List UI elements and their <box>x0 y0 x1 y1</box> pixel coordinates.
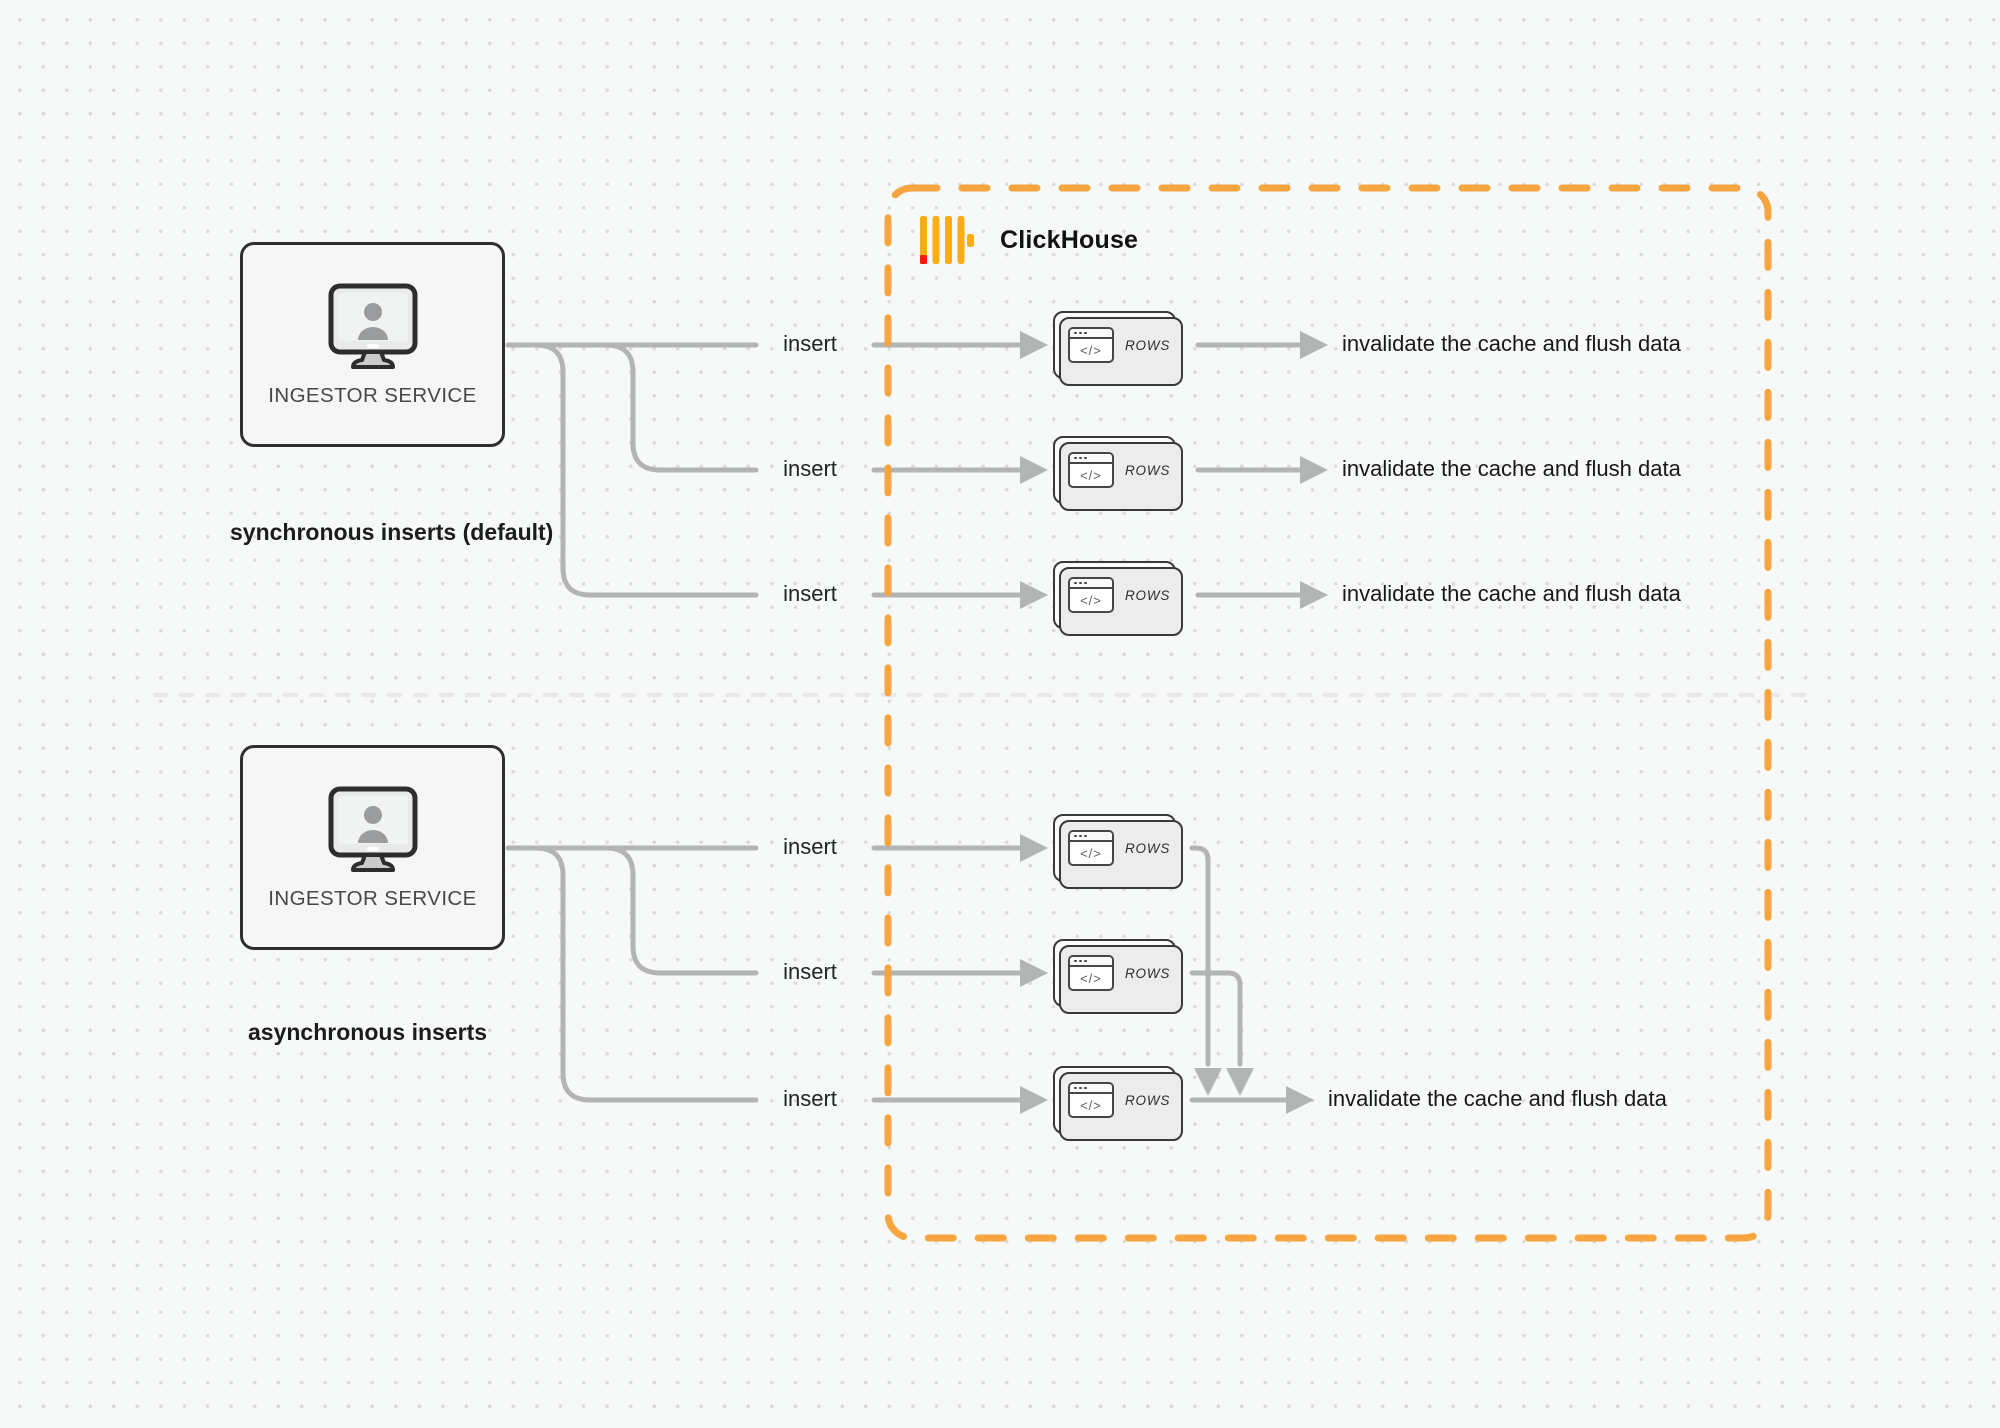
window-dots-icon <box>1070 957 1112 967</box>
result-label: invalidate the cache and flush data <box>1328 1086 1667 1111</box>
arrowhead <box>1020 834 1048 862</box>
rows-card: </> ROWS <box>1053 939 1183 1014</box>
clickhouse-boundary <box>884 184 1772 1242</box>
result-label: invalidate the cache and flush data <box>1342 581 1681 606</box>
arrowhead-down <box>1194 1068 1222 1096</box>
rows-card-label: ROWS <box>1125 587 1171 603</box>
rows-card: </> ROWS <box>1053 311 1183 386</box>
result-label: invalidate the cache and flush data <box>1342 331 1681 356</box>
insert-label: insert <box>783 1086 837 1111</box>
arrowheads <box>1020 331 1328 1114</box>
arrowhead <box>1020 1086 1048 1114</box>
ingestor-service-box-async: INGESTOR SERVICE <box>240 745 505 950</box>
window-dots-icon <box>1070 1084 1112 1094</box>
arrowhead <box>1020 959 1048 987</box>
async-branch-row3 <box>533 845 759 1103</box>
code-glyph: </> <box>1080 970 1102 986</box>
arrowhead <box>1020 331 1048 359</box>
rows-card-label: ROWS <box>1125 1092 1171 1108</box>
rows-card-label: ROWS <box>1125 462 1171 478</box>
monitor-user-icon <box>328 283 417 369</box>
rows-card-label: ROWS <box>1125 840 1171 856</box>
window-dots-icon <box>1070 579 1112 589</box>
code-window-icon: </> <box>1068 955 1114 991</box>
async-section-caption: asynchronous inserts <box>248 1019 488 1045</box>
rows-card-label: ROWS <box>1125 337 1171 353</box>
rows-card-label: ROWS <box>1125 965 1171 981</box>
code-window-icon: </> <box>1068 577 1114 613</box>
clickhouse-logo-icon <box>920 216 974 264</box>
rows-card: </> ROWS <box>1053 436 1183 511</box>
code-glyph: </> <box>1080 467 1102 483</box>
sync-branch-row3 <box>533 342 759 598</box>
monitor-user-icon <box>328 786 417 872</box>
ingestor-service-label: INGESTOR SERVICE <box>268 886 477 910</box>
arrowhead-down <box>1226 1068 1254 1096</box>
ingestor-service-label: INGESTOR SERVICE <box>268 383 477 407</box>
code-glyph: </> <box>1080 342 1102 358</box>
insert-label: insert <box>783 834 837 859</box>
rows-card: </> ROWS <box>1053 814 1183 889</box>
clickhouse-header: ClickHouse <box>920 216 1138 264</box>
insert-label: insert <box>783 959 837 984</box>
arrowhead <box>1286 1086 1314 1114</box>
rows-card: </> ROWS <box>1053 1066 1183 1141</box>
code-window-icon: </> <box>1068 452 1114 488</box>
async-flush-wire-1 <box>1189 845 1211 1067</box>
result-label: invalidate the cache and flush data <box>1342 456 1681 481</box>
arrowhead <box>1020 456 1048 484</box>
sync-branch-row2 <box>603 342 759 473</box>
window-dots-icon <box>1070 329 1112 339</box>
ingestor-service-box-sync: INGESTOR SERVICE <box>240 242 505 447</box>
rows-card: </> ROWS <box>1053 561 1183 636</box>
code-glyph: </> <box>1080 845 1102 861</box>
arrowhead <box>1020 581 1048 609</box>
code-window-icon: </> <box>1068 1082 1114 1118</box>
insert-label: insert <box>783 581 837 606</box>
code-window-icon: </> <box>1068 327 1114 363</box>
code-glyph: </> <box>1080 592 1102 608</box>
insert-label: insert <box>783 331 837 356</box>
arrowhead <box>1300 331 1328 359</box>
window-dots-icon <box>1070 454 1112 464</box>
window-dots-icon <box>1070 832 1112 842</box>
arrowhead <box>1300 581 1328 609</box>
code-window-icon: </> <box>1068 830 1114 866</box>
sync-section-caption: synchronous inserts (default) <box>230 519 554 545</box>
code-glyph: </> <box>1080 1097 1102 1113</box>
async-flush-wire-2 <box>1189 970 1243 1067</box>
async-branch-row2 <box>603 845 759 976</box>
insert-label: insert <box>783 456 837 481</box>
arrowhead <box>1300 456 1328 484</box>
gray-wires <box>505 342 1303 1103</box>
clickhouse-title: ClickHouse <box>1000 225 1139 254</box>
